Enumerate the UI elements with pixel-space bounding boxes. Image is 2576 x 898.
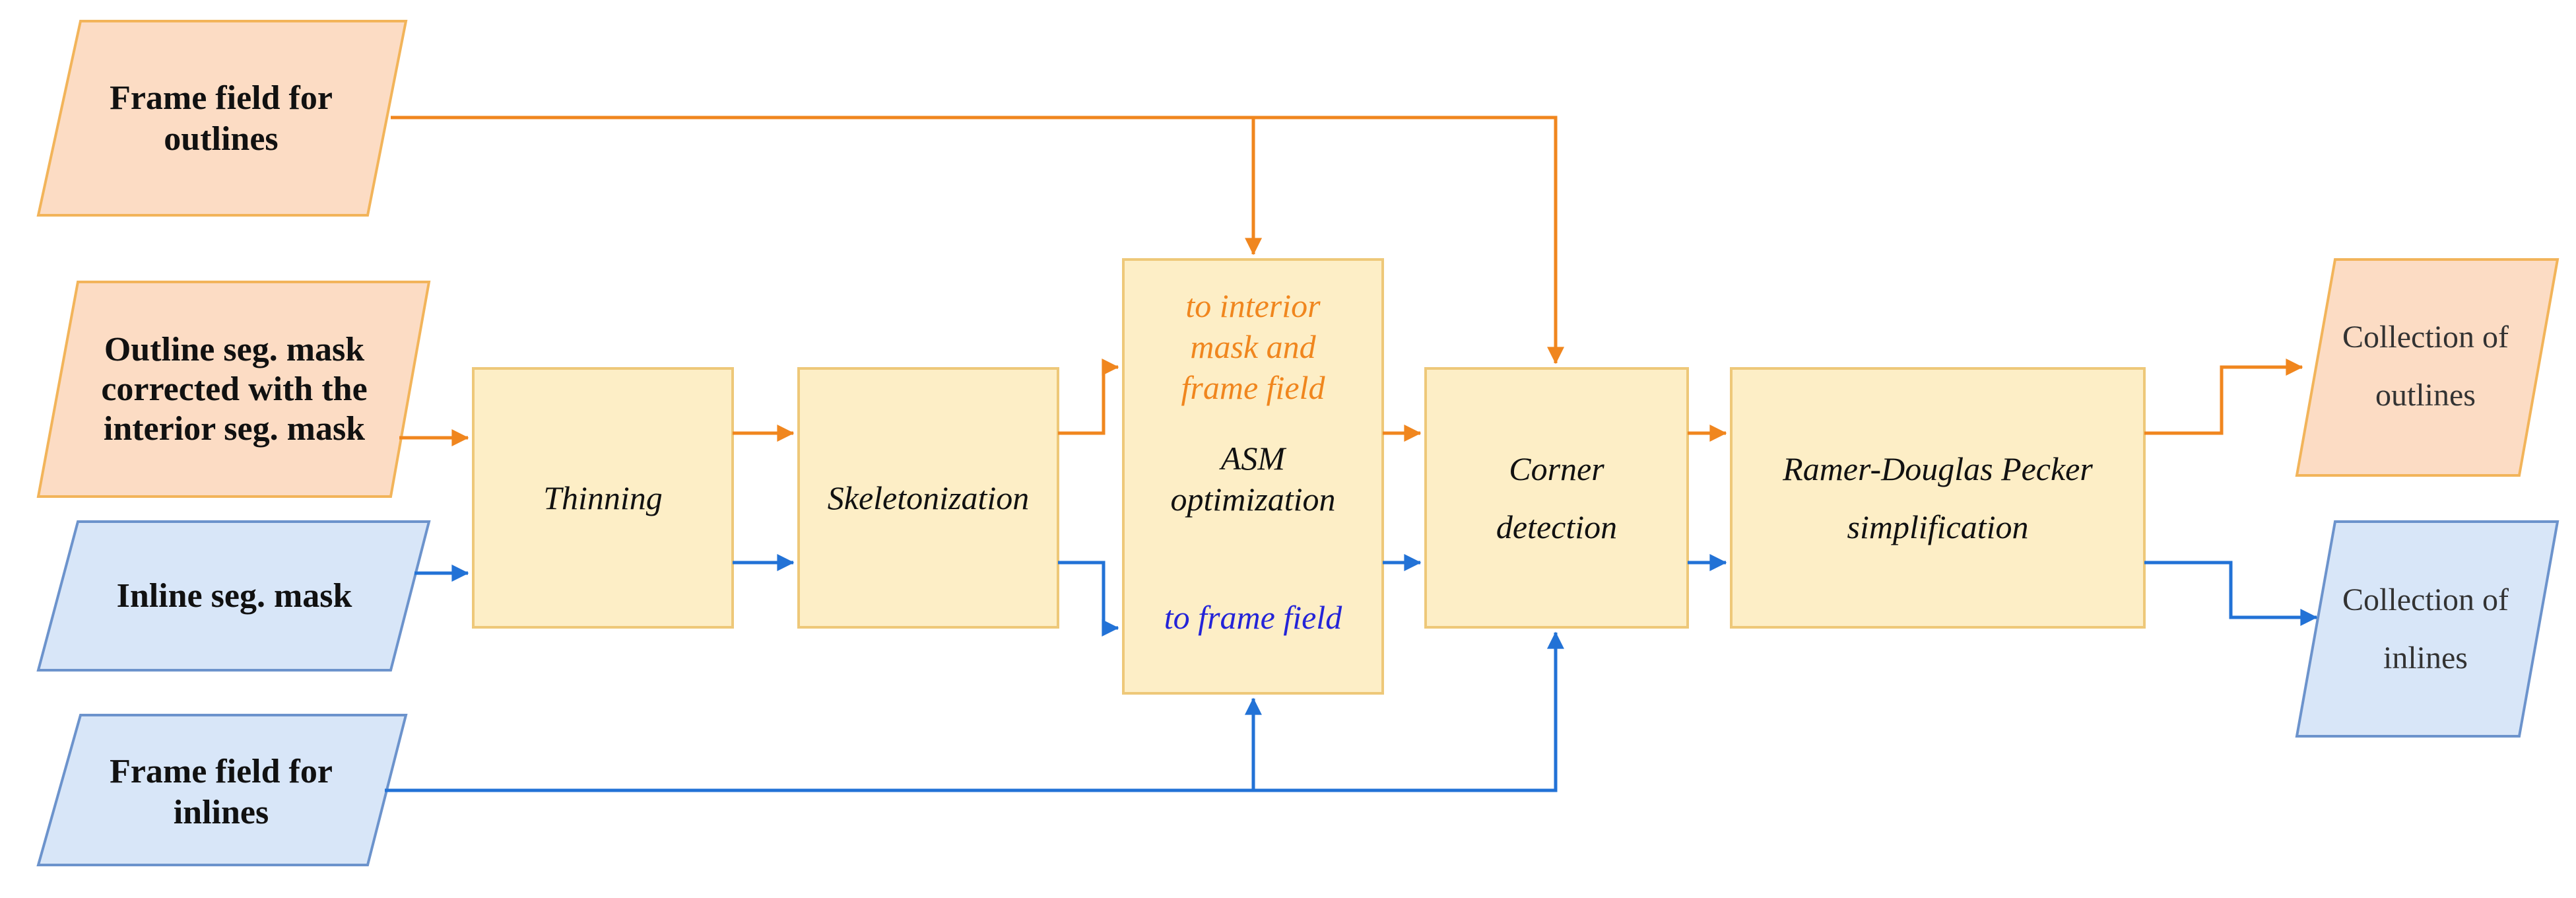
arrow-frame-outlines-to-corner xyxy=(1253,116,1565,364)
inline-mask-label: Inline seg. mask xyxy=(116,577,352,615)
arrow-frame-inlines-to-corner xyxy=(1253,631,1564,792)
skeletonization-label: Skeletonization xyxy=(827,479,1030,516)
outline-mask-shape xyxy=(36,281,431,498)
rdp-box xyxy=(1730,367,2146,629)
frame-field-outlines-label: Frame field for outlines xyxy=(110,79,333,158)
rdp-label: Ramer-Douglas Pecker simplification xyxy=(1783,450,2093,545)
asm-top-label: to interior mask and frame field xyxy=(1181,287,1325,406)
thinning-box xyxy=(472,367,734,629)
arrow-rdp-to-outlines xyxy=(2144,358,2303,435)
frame-field-outlines-shape xyxy=(36,20,408,217)
inline-mask-shape xyxy=(36,520,431,672)
corner-box xyxy=(1424,367,1689,629)
arrow-frame-inlines-to-asm xyxy=(385,697,1262,792)
corner-label: Corner detection xyxy=(1496,450,1618,545)
asm-box xyxy=(1122,258,1384,695)
asm-bottom-label: to frame field xyxy=(1164,599,1342,636)
inlines-output-shape xyxy=(2295,520,2559,738)
outlines-output-shape xyxy=(2295,258,2559,477)
asm-main-label: ASM optimization xyxy=(1170,440,1336,518)
outline-mask-label: Outline seg. mask corrected with the int… xyxy=(101,331,368,448)
arrow-frame-outlines-to-asm xyxy=(391,116,1263,256)
inlines-output-label: Collection of inlines xyxy=(2342,582,2509,675)
outlines-output-label: Collection of outlines xyxy=(2342,320,2509,413)
arrow-skeleton-to-asm-orange xyxy=(1058,358,1119,435)
arrow-skeleton-to-asm-blue xyxy=(1058,561,1119,637)
skeletonization-box xyxy=(797,367,1059,629)
arrow-rdp-to-inlines xyxy=(2144,561,2318,626)
frame-field-inlines-label: Frame field for inlines xyxy=(110,753,333,831)
frame-field-inlines-shape xyxy=(36,714,408,866)
thinning-label: Thinning xyxy=(543,479,663,516)
